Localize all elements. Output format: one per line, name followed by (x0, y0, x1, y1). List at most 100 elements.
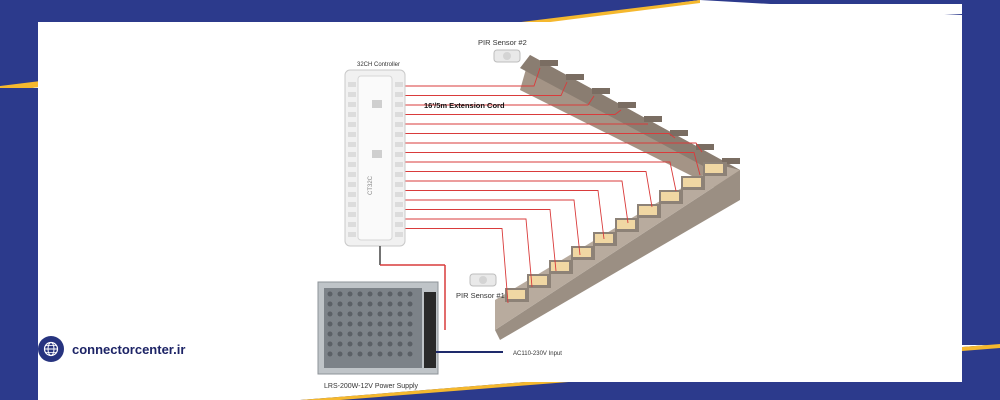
vent-hole (327, 301, 333, 307)
vent-hole (387, 311, 393, 317)
globe-icon (38, 336, 64, 362)
controller-port (348, 172, 356, 177)
vent-hole (407, 311, 413, 317)
vent-hole (397, 321, 403, 327)
vent-hole (357, 331, 363, 337)
vent-hole (327, 311, 333, 317)
wire (405, 109, 622, 115)
vent-hole (347, 351, 353, 357)
vent-hole (327, 291, 333, 297)
controller-port (348, 212, 356, 217)
controller-port (348, 122, 356, 127)
svg-text:CT32C: CT32C (368, 175, 374, 195)
ac-input-label: AC110-230V Input (513, 351, 562, 357)
brand-name: connectorcenter.ir (72, 341, 186, 357)
frame-bottom-band (0, 344, 1000, 400)
controller-port (395, 92, 403, 97)
controller-port (395, 122, 403, 127)
stair-light (705, 164, 723, 173)
brand[interactable]: connectorcenter.ir (38, 336, 185, 362)
vent-hole (357, 301, 363, 307)
stair-light (573, 248, 591, 257)
controller-port (395, 112, 403, 117)
stair-light (551, 262, 569, 271)
stair-step (696, 144, 714, 150)
controller-port (348, 132, 356, 137)
vent-hole (327, 331, 333, 337)
vent-hole (337, 291, 343, 297)
controller-port (395, 212, 403, 217)
controller-port (395, 82, 403, 87)
controller-port (348, 222, 356, 227)
pir-sensor-2-label: PIR Sensor #2 (478, 38, 527, 47)
vent-hole (387, 331, 393, 337)
stair-step (618, 102, 636, 108)
vent-hole (337, 341, 343, 347)
stair-light (507, 290, 525, 299)
vent-hole (397, 301, 403, 307)
stair-light (639, 206, 657, 215)
wire (405, 209, 557, 272)
vent-hole (397, 311, 403, 317)
controller-port (348, 102, 356, 107)
pir-sensor-1-label: PIR Sensor #1 (456, 291, 505, 300)
vent-hole (397, 331, 403, 337)
vent-hole (327, 341, 333, 347)
vent-hole (347, 321, 353, 327)
vent-hole (367, 291, 373, 297)
wire (405, 218, 533, 288)
controller-port (348, 202, 356, 207)
controller-port (348, 192, 356, 197)
wire-bundle (405, 67, 703, 304)
controller-port (395, 222, 403, 227)
vent-hole (327, 321, 333, 327)
vent-hole (387, 291, 393, 297)
vent-hole (397, 341, 403, 347)
vent-hole (357, 291, 363, 297)
controller-port (395, 202, 403, 207)
controller-port (395, 172, 403, 177)
vent-hole (377, 351, 383, 357)
vent-hole (377, 341, 383, 347)
controller-port (348, 162, 356, 167)
extension-cord-label: 16'/5m Extension Cord (424, 101, 505, 110)
vent-hole (327, 351, 333, 357)
vent-hole (367, 321, 373, 327)
stair-step (566, 74, 584, 80)
controller-port (395, 232, 403, 237)
controller-port (395, 162, 403, 167)
controller-label: 32CH Controller (357, 62, 400, 68)
power-supply (317, 281, 439, 375)
stair-step (670, 130, 688, 136)
controller-port (395, 192, 403, 197)
vent-hole (347, 291, 353, 297)
stair-light (529, 276, 547, 285)
stair-light (661, 192, 679, 201)
vent-hole (347, 331, 353, 337)
vent-hole (407, 321, 413, 327)
wire (405, 67, 541, 87)
upper-staircase (520, 55, 740, 200)
controller-port (395, 142, 403, 147)
vent-hole (407, 341, 413, 347)
vent-hole (367, 311, 373, 317)
stair-step (592, 88, 610, 94)
vent-hole (407, 331, 413, 337)
controller-port (348, 152, 356, 157)
controller-port (348, 232, 356, 237)
stair-step (540, 60, 558, 66)
vent-hole (387, 351, 393, 357)
vent-hole (347, 311, 353, 317)
wire (405, 152, 701, 176)
wire (405, 81, 568, 96)
stair-step (722, 158, 740, 164)
frame-top-accent-2 (38, 4, 962, 92)
vent-hole (337, 301, 343, 307)
wire (405, 199, 581, 256)
vent-hole (357, 341, 363, 347)
wire (405, 142, 703, 153)
wire (405, 171, 653, 208)
pir-sensor-1 (469, 273, 497, 287)
frame-right-band (700, 0, 1000, 345)
